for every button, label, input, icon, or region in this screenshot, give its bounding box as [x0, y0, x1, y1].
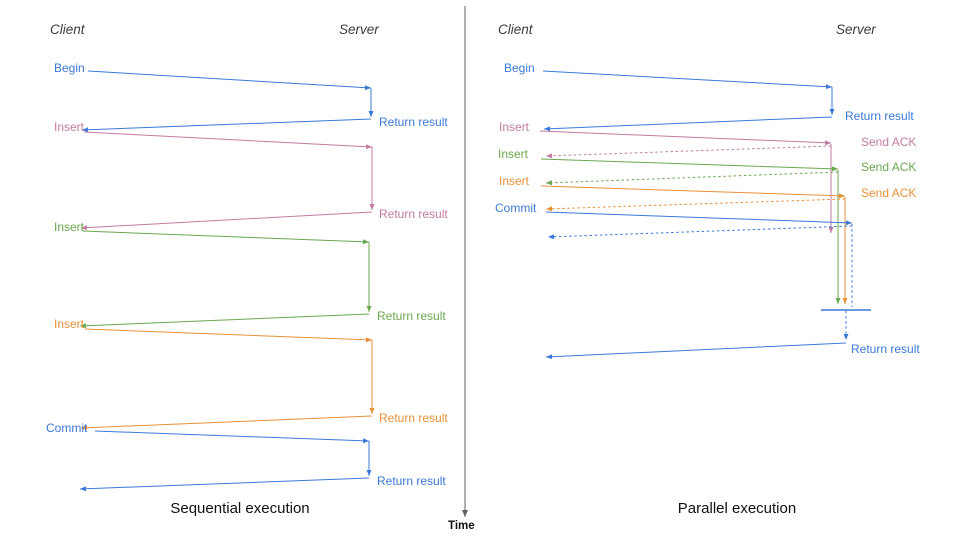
seq-commit-response-arrow — [79, 477, 370, 492]
seq-server-label: Server — [339, 22, 379, 37]
seq-return-result-4-label: Return result — [379, 411, 448, 425]
par-return-result-2-label: Return result — [851, 342, 920, 356]
par-server-label: Server — [836, 22, 876, 37]
seq-insert3-response-arrow — [80, 415, 373, 431]
par-insert-1-label: Insert — [499, 120, 530, 134]
seq-return-result-2-label: Return result — [379, 207, 448, 221]
seq-insert1-request-arrow — [83, 131, 373, 150]
seq-insert-1-label: Insert — [54, 120, 85, 134]
seq-return-result-5-label: Return result — [377, 474, 446, 488]
time-axis-label: Time — [448, 520, 475, 532]
par-begin-response-arrow — [543, 116, 833, 132]
par-commit-ack-arrow — [547, 225, 853, 240]
par-insert2-ack-arrow — [545, 171, 839, 186]
seq-begin-response-arrow — [81, 118, 372, 133]
seq-client-label: Client — [50, 22, 85, 37]
seq-return-result-1-label: Return result — [379, 115, 448, 129]
seq-caption: Sequential execution — [170, 500, 310, 517]
par-caption: Parallel execution — [677, 500, 797, 517]
seq-insert-3-label: Insert — [54, 317, 85, 331]
par-insert-2-label: Insert — [498, 147, 529, 161]
seq-insert2-response-arrow — [79, 313, 370, 329]
par-send-ack-2-label: Send ACK — [861, 160, 917, 174]
seq-commit-label: Commit — [46, 421, 88, 435]
par-begin-request-arrow — [542, 70, 833, 90]
parallel-diagram — [539, 70, 871, 360]
par-final-response-arrow — [545, 342, 847, 360]
seq-insert-2-label: Insert — [54, 220, 85, 234]
seq-begin-label: Begin — [54, 61, 85, 75]
par-begin-label: Begin — [504, 61, 535, 75]
par-insert-3-label: Insert — [499, 174, 530, 188]
par-insert1-ack-arrow — [545, 145, 832, 159]
par-insert3-ack-arrow — [545, 198, 846, 212]
par-commit-request-arrow — [545, 211, 853, 226]
seq-insert1-response-arrow — [80, 211, 373, 231]
sequential-diagram — [79, 70, 375, 492]
par-insert2-request-arrow — [540, 158, 839, 172]
par-insert3-request-arrow — [540, 185, 846, 199]
seq-insert2-request-arrow — [82, 230, 370, 245]
par-commit-label: Commit — [495, 201, 537, 215]
seq-commit-request-arrow — [94, 430, 370, 444]
par-insert1-request-arrow — [539, 130, 832, 146]
seq-insert3-request-arrow — [84, 328, 373, 343]
par-send-ack-1-label: Send ACK — [861, 135, 917, 149]
par-return-result-1-label: Return result — [845, 109, 914, 123]
par-send-ack-3-label: Send ACK — [861, 186, 917, 200]
par-client-label: Client — [498, 22, 533, 37]
seq-return-result-3-label: Return result — [377, 309, 446, 323]
seq-begin-request-arrow — [87, 70, 372, 91]
